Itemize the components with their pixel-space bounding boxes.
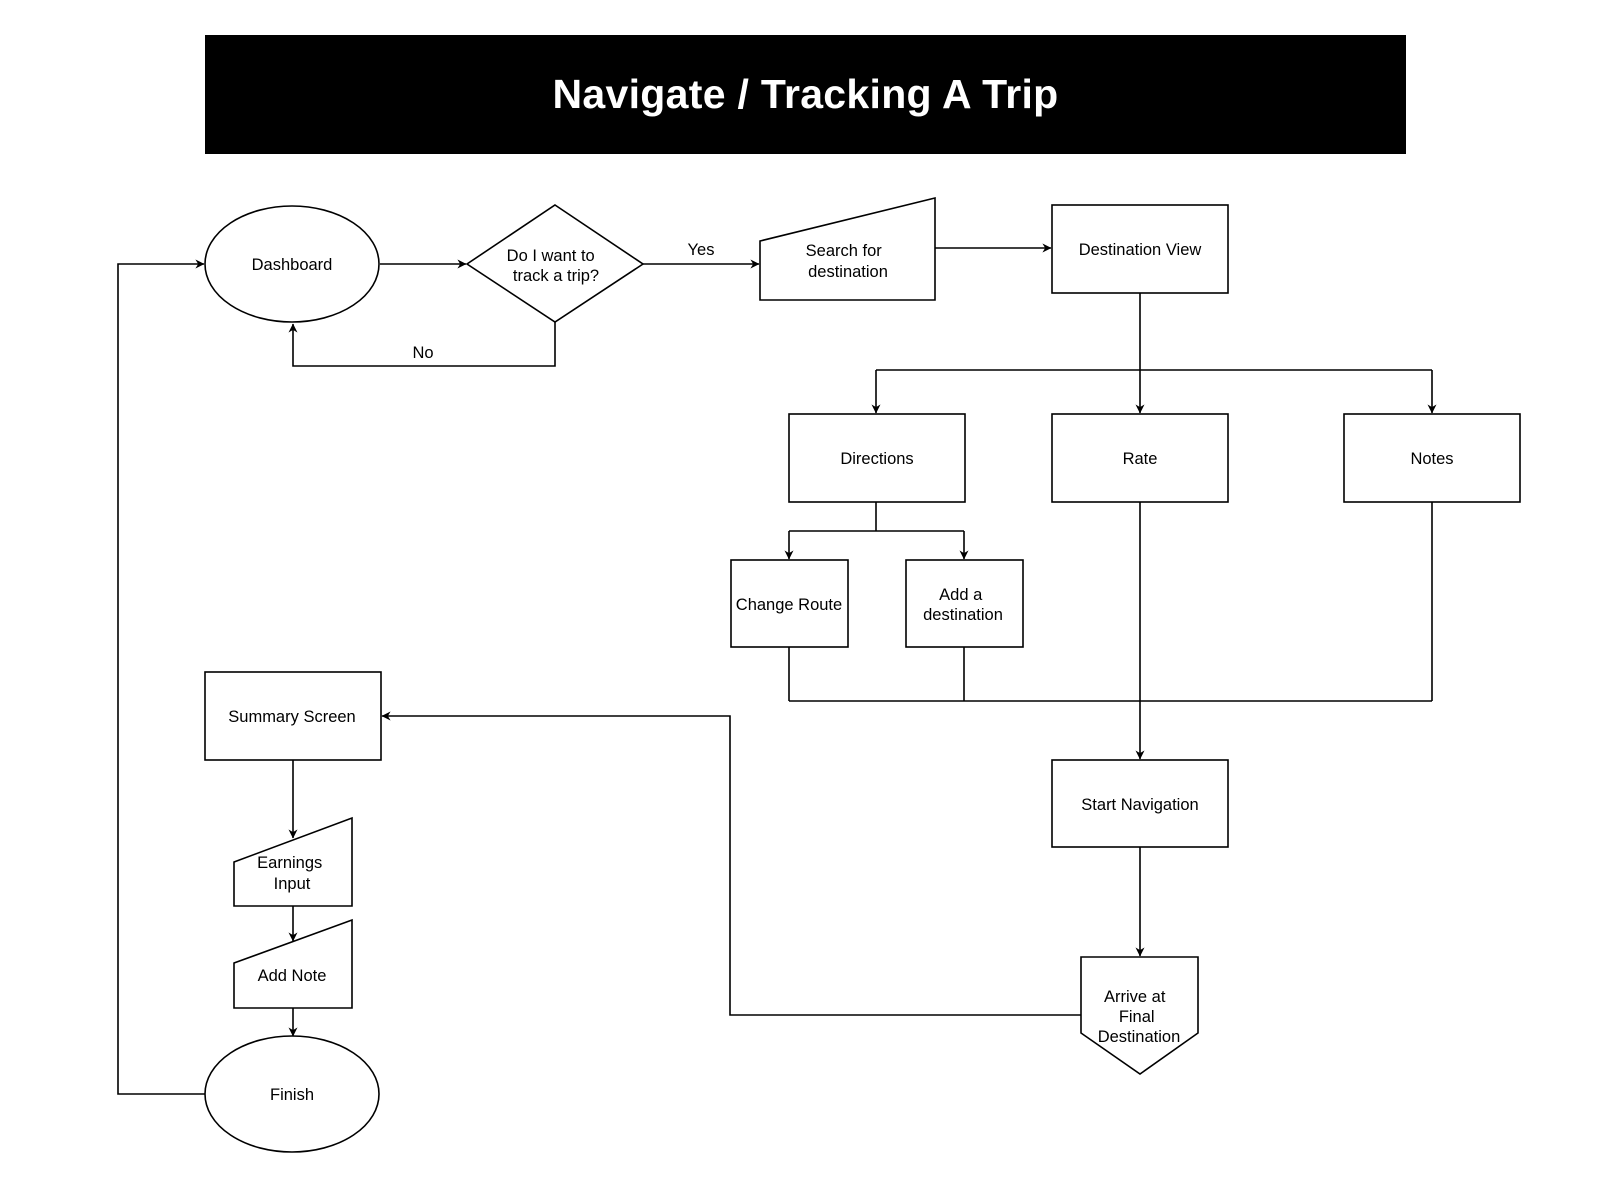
- node-change-route-label: Change Route: [736, 596, 842, 614]
- node-notes: Notes: [1343, 413, 1521, 503]
- svg-text:Earnings Input: Earnings Input: [257, 854, 327, 893]
- edge-decision-no-to-dashboard: [288, 322, 556, 367]
- svg-text:Search for destination: Search for destination: [806, 242, 888, 281]
- title-banner: Navigate / Tracking A Trip: [205, 35, 1406, 154]
- node-finish: Finish: [204, 1035, 380, 1153]
- node-search-for-destination: Search for destination: [759, 196, 936, 301]
- node-earnings-line-1: Earnings: [257, 854, 322, 872]
- node-arrive-line-3: Destination: [1098, 1028, 1181, 1046]
- node-earnings-input: Earnings Input: [233, 816, 353, 907]
- node-decision: Do I want to track a trip?: [465, 204, 645, 323]
- node-start-navigation-label: Start Navigation: [1081, 796, 1198, 814]
- node-dashboard-label: Dashboard: [252, 256, 333, 274]
- node-add-note-label: Add Note: [258, 967, 327, 985]
- node-arrive-final-destination: Arrive at Final Destination: [1080, 956, 1199, 1075]
- node-start-navigation: Start Navigation: [1051, 759, 1229, 848]
- node-add-destination-line-1: Add a: [939, 586, 983, 604]
- edge-finish-to-dashboard: [117, 259, 205, 1095]
- edge-arrive-to-summary: [381, 711, 1081, 1016]
- diagram-title: Navigate / Tracking A Trip: [552, 71, 1059, 117]
- node-summary-screen: Summary Screen: [204, 671, 382, 761]
- node-directions-label: Directions: [840, 450, 913, 468]
- node-finish-label: Finish: [270, 1086, 314, 1104]
- node-directions: Directions: [788, 413, 966, 503]
- node-arrive-line-1: Arrive at: [1104, 988, 1166, 1006]
- node-notes-label: Notes: [1410, 450, 1453, 468]
- node-rate-label: Rate: [1123, 450, 1158, 468]
- node-add-destination-line-2: destination: [923, 606, 1003, 624]
- node-change-route: Change Route: [730, 559, 849, 648]
- node-destination-view: Destination View: [1051, 204, 1229, 294]
- node-summary-label: Summary Screen: [228, 708, 355, 726]
- node-decision-line-1: Do I want to: [507, 247, 595, 265]
- edge-label-no: No: [412, 344, 433, 362]
- node-add-note: Add Note: [233, 918, 353, 1009]
- node-arrive-line-2: Final: [1119, 1008, 1155, 1026]
- node-dashboard: Dashboard: [204, 205, 380, 323]
- svg-text:Do I want to track a tri: Do I want to track a trip?: [507, 247, 600, 285]
- node-earnings-line-2: Input: [274, 875, 311, 893]
- node-add-destination: Add a destination: [905, 559, 1024, 648]
- node-destination-view-label: Destination View: [1079, 241, 1202, 259]
- node-search-line-1: Search for: [806, 242, 883, 260]
- node-rate: Rate: [1051, 413, 1229, 503]
- svg-text:Add a destination: Add a destination: [923, 586, 1003, 624]
- svg-text:Arrive at Final De: Arrive at Final Destination: [1098, 988, 1181, 1046]
- edge-label-yes: Yes: [688, 241, 715, 259]
- node-search-line-2: destination: [808, 263, 888, 281]
- node-decision-line-2: track a trip?: [513, 267, 599, 285]
